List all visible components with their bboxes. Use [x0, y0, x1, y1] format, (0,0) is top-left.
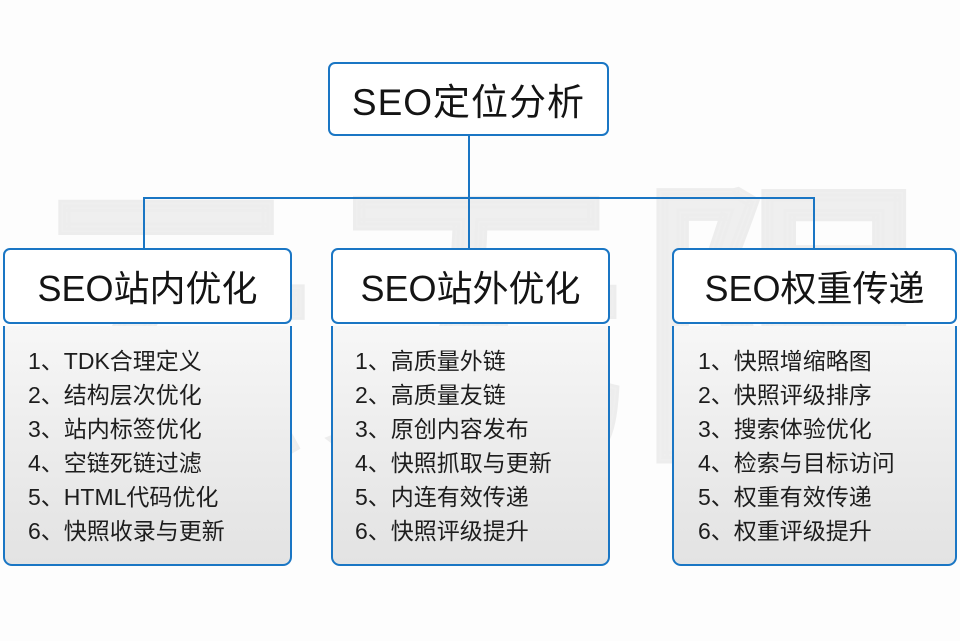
connector-branch-middle	[468, 197, 470, 250]
list-item: 5、内连有效传递	[355, 484, 529, 510]
list-item: 1、TDK合理定义	[28, 348, 202, 374]
list-item: 3、站内标签优化	[28, 416, 202, 442]
list-item: 1、快照增缩略图	[698, 348, 872, 374]
column-body-1: 1、高质量外链 2、高质量友链 3、原创内容发布 4、快照抓取与更新 5、内连有…	[331, 326, 610, 566]
list-item: 5、权重有效传递	[698, 484, 872, 510]
list-item: 6、快照评级提升	[355, 518, 529, 544]
column-header-label-1: SEO站外优化	[360, 268, 581, 309]
column-header-0[interactable]: SEO站内优化	[3, 248, 292, 324]
branch-column-seo-onsite: SEO站内优化 1、TDK合理定义 2、结构层次优化 3、站内标签优化 4、空链…	[3, 248, 292, 566]
list-item: 6、权重评级提升	[698, 518, 872, 544]
list-item: 1、高质量外链	[355, 348, 506, 374]
column-header-label-2: SEO权重传递	[704, 268, 925, 309]
column-item-list-1: 1、高质量外链 2、高质量友链 3、原创内容发布 4、快照抓取与更新 5、内连有…	[333, 344, 608, 548]
branch-column-seo-offsite: SEO站外优化 1、高质量外链 2、高质量友链 3、原创内容发布 4、快照抓取与…	[331, 248, 610, 566]
list-item: 3、原创内容发布	[355, 416, 529, 442]
list-item: 2、高质量友链	[355, 382, 506, 408]
root-node-label: SEO定位分析	[351, 82, 586, 123]
list-item: 2、快照评级排序	[698, 382, 872, 408]
column-header-1[interactable]: SEO站外优化	[331, 248, 610, 324]
list-item: 4、检索与目标访问	[698, 450, 895, 476]
branch-column-seo-weight: SEO权重传递 1、快照增缩略图 2、快照评级排序 3、搜索体验优化 4、检索与…	[672, 248, 957, 566]
column-body-2: 1、快照增缩略图 2、快照评级排序 3、搜索体验优化 4、检索与目标访问 5、权…	[672, 326, 957, 566]
connector-horizontal-bus	[143, 197, 815, 199]
column-header-label-0: SEO站内优化	[37, 268, 258, 309]
list-item: 6、快照收录与更新	[28, 518, 225, 544]
list-item: 4、快照抓取与更新	[355, 450, 552, 476]
column-item-list-2: 1、快照增缩略图 2、快照评级排序 3、搜索体验优化 4、检索与目标访问 5、权…	[674, 344, 955, 548]
connector-root-stem	[468, 135, 470, 199]
list-item: 3、搜索体验优化	[698, 416, 872, 442]
column-body-0: 1、TDK合理定义 2、结构层次优化 3、站内标签优化 4、空链死链过滤 5、H…	[3, 326, 292, 566]
column-item-list-0: 1、TDK合理定义 2、结构层次优化 3、站内标签优化 4、空链死链过滤 5、H…	[5, 344, 290, 548]
connector-branch-right	[813, 197, 815, 250]
list-item: 4、空链死链过滤	[28, 450, 202, 476]
connector-branch-left	[143, 197, 145, 250]
list-item: 2、结构层次优化	[28, 382, 202, 408]
column-header-2[interactable]: SEO权重传递	[672, 248, 957, 324]
root-node[interactable]: SEO定位分析	[328, 62, 609, 136]
list-item: 5、HTML代码优化	[28, 484, 219, 510]
